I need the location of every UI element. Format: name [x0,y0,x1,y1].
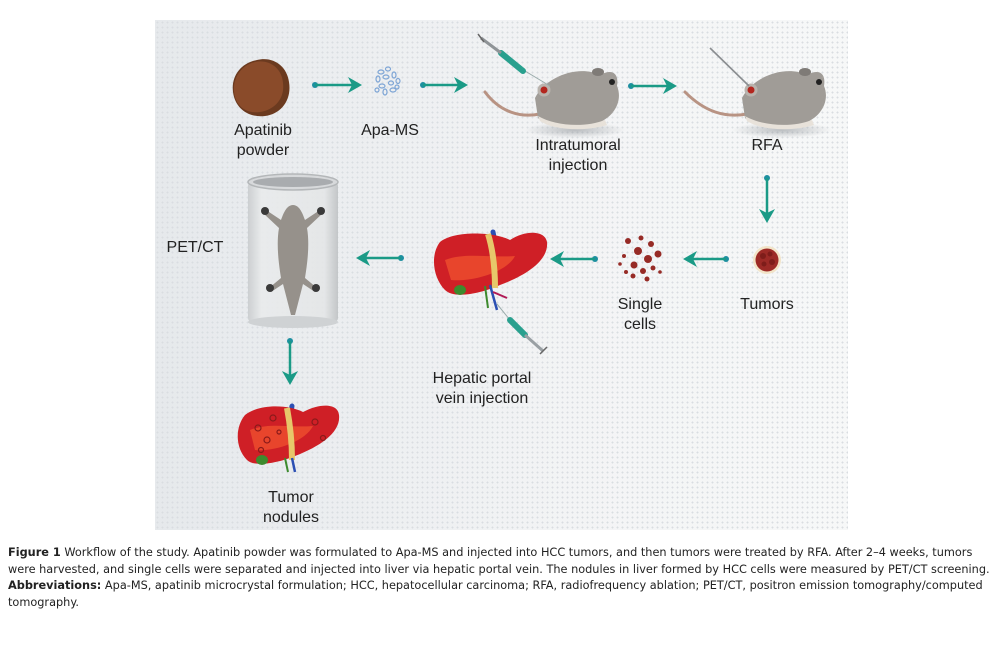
figure-description: Workflow of the study. Apatinib powder w… [8,546,990,576]
scanner-cylinder-icon [247,173,339,328]
tumor-icon [753,246,781,274]
label-apa-ms: Apa-MS [361,122,419,139]
label-rfa: RFA [751,137,783,154]
arrow-petct-to-nodules [282,338,298,385]
arrow-tumors-to-cells [683,251,729,267]
label-hepatic-portal-vein-injection: Hepatic portal vein injection [432,370,532,407]
abbreviations-paragraph: Abbreviations: Apa-MS, apatinib microcry… [8,578,996,611]
abbreviations-label: Abbreviations: [8,579,102,592]
arrow-powder-to-apams [312,77,362,93]
arrow-liver-to-petct [356,250,404,266]
microcrystals-icon [374,66,401,96]
cells-icon [618,235,662,282]
arrow-injection-to-rfa [628,78,677,94]
label-intratumoral-injection: Intratumoral injection [535,137,621,174]
workflow-diagram [232,33,832,473]
figure-label: Figure 1 [8,546,61,559]
flow-arrows [282,77,775,385]
label-single-cells: Single cells [617,296,663,333]
mouse-with-probe-icon [683,47,832,138]
liver-with-nodules-icon [237,403,340,473]
figure-caption: Figure 1 Workflow of the study. Apatinib… [8,545,996,611]
abbreviations-text: Apa-MS, apatinib microcrystal formulatio… [8,579,983,609]
label-apatinib-powder: Apatinib powder [234,122,292,159]
mouse-with-syringe-icon [477,33,625,138]
arrow-cells-to-liver [550,251,598,267]
label-pet-ct: PET/CT [166,239,224,256]
arrow-apams-to-injection [420,77,468,93]
powder-blob-icon [232,59,290,117]
arrow-rfa-to-tumors [759,175,775,223]
caption-paragraph: Figure 1 Workflow of the study. Apatinib… [8,545,996,578]
workflow-figure: Apatinib powder Apa-MS Intratumoral inje… [155,20,848,530]
label-tumor-nodules: Tumor nodules [262,489,320,526]
label-tumors: Tumors [740,296,794,313]
liver-with-syringe-icon [433,229,548,355]
